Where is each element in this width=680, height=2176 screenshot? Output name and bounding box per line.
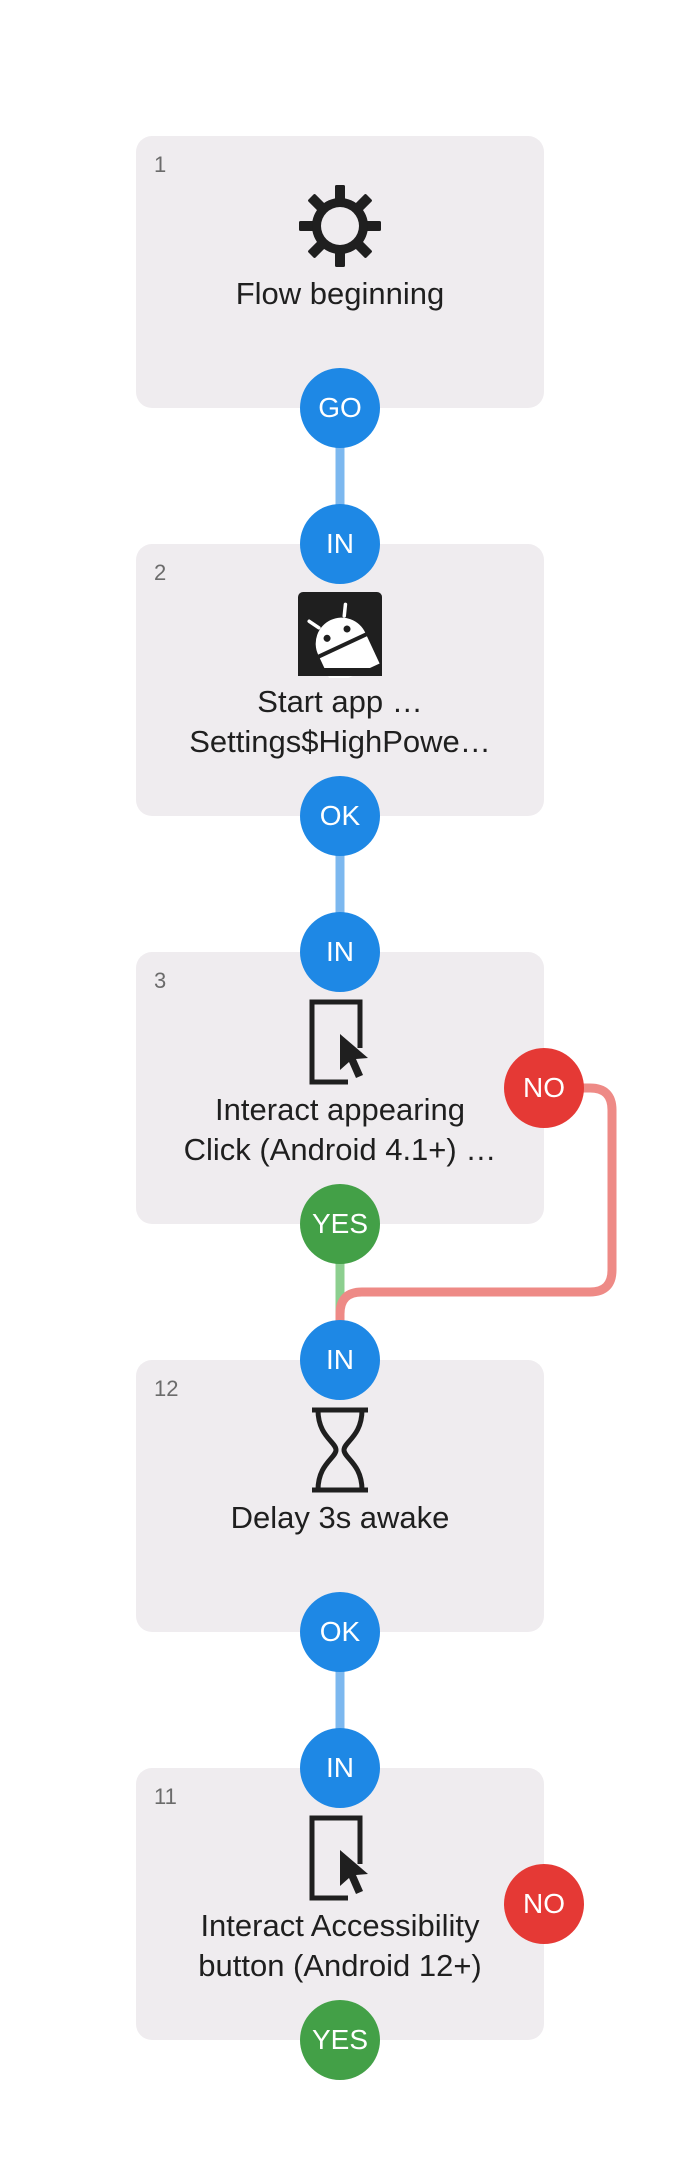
block-interact-accessibility[interactable]: 11 Interact Accessibility button (Androi… bbox=[136, 1768, 544, 2040]
port-ok[interactable]: OK bbox=[300, 1592, 380, 1672]
port-go[interactable]: GO bbox=[300, 368, 380, 448]
gear-icon bbox=[296, 182, 384, 270]
block-number: 1 bbox=[154, 152, 167, 177]
block-number: 11 bbox=[154, 1784, 177, 1809]
hourglass-icon bbox=[296, 1406, 384, 1494]
wire-3-no-to-12 bbox=[335, 1083, 617, 1360]
android-app-icon bbox=[296, 590, 384, 678]
tap-screen-icon bbox=[296, 1814, 384, 1902]
port-in[interactable]: IN bbox=[300, 912, 380, 992]
port-in[interactable]: IN bbox=[300, 1728, 380, 1808]
port-yes[interactable]: YES bbox=[300, 2000, 380, 2080]
block-title: Delay 3s awake bbox=[230, 1500, 450, 1535]
tap-screen-icon bbox=[296, 998, 384, 1086]
port-yes[interactable]: YES bbox=[300, 1184, 380, 1264]
block-delay[interactable]: 12 Delay 3s awake bbox=[136, 1360, 544, 1632]
block-title: Flow beginning bbox=[235, 276, 445, 311]
port-no[interactable]: NO bbox=[504, 1864, 584, 1944]
port-ok[interactable]: OK bbox=[300, 776, 380, 856]
port-no[interactable]: NO bbox=[504, 1048, 584, 1128]
block-number: 3 bbox=[154, 968, 167, 993]
port-in[interactable]: IN bbox=[300, 1320, 380, 1400]
block-title: Interact appearing Click (Android 4.1+) … bbox=[183, 1092, 497, 1167]
block-start-app[interactable]: 2 Start app … Settings$HighPowe… bbox=[136, 544, 544, 816]
block-number: 2 bbox=[154, 560, 167, 585]
block-title: Interact Accessibility button (Android 1… bbox=[198, 1908, 482, 1983]
block-number: 12 bbox=[154, 1376, 179, 1401]
block-interact-appearing[interactable]: 3 Interact appearing Click (Android 4.1+… bbox=[136, 952, 544, 1224]
block-title: Start app … Settings$HighPowe… bbox=[189, 684, 491, 759]
port-in[interactable]: IN bbox=[300, 504, 380, 584]
block-flow-beginning[interactable]: 1 Flow beginning bbox=[136, 136, 544, 408]
